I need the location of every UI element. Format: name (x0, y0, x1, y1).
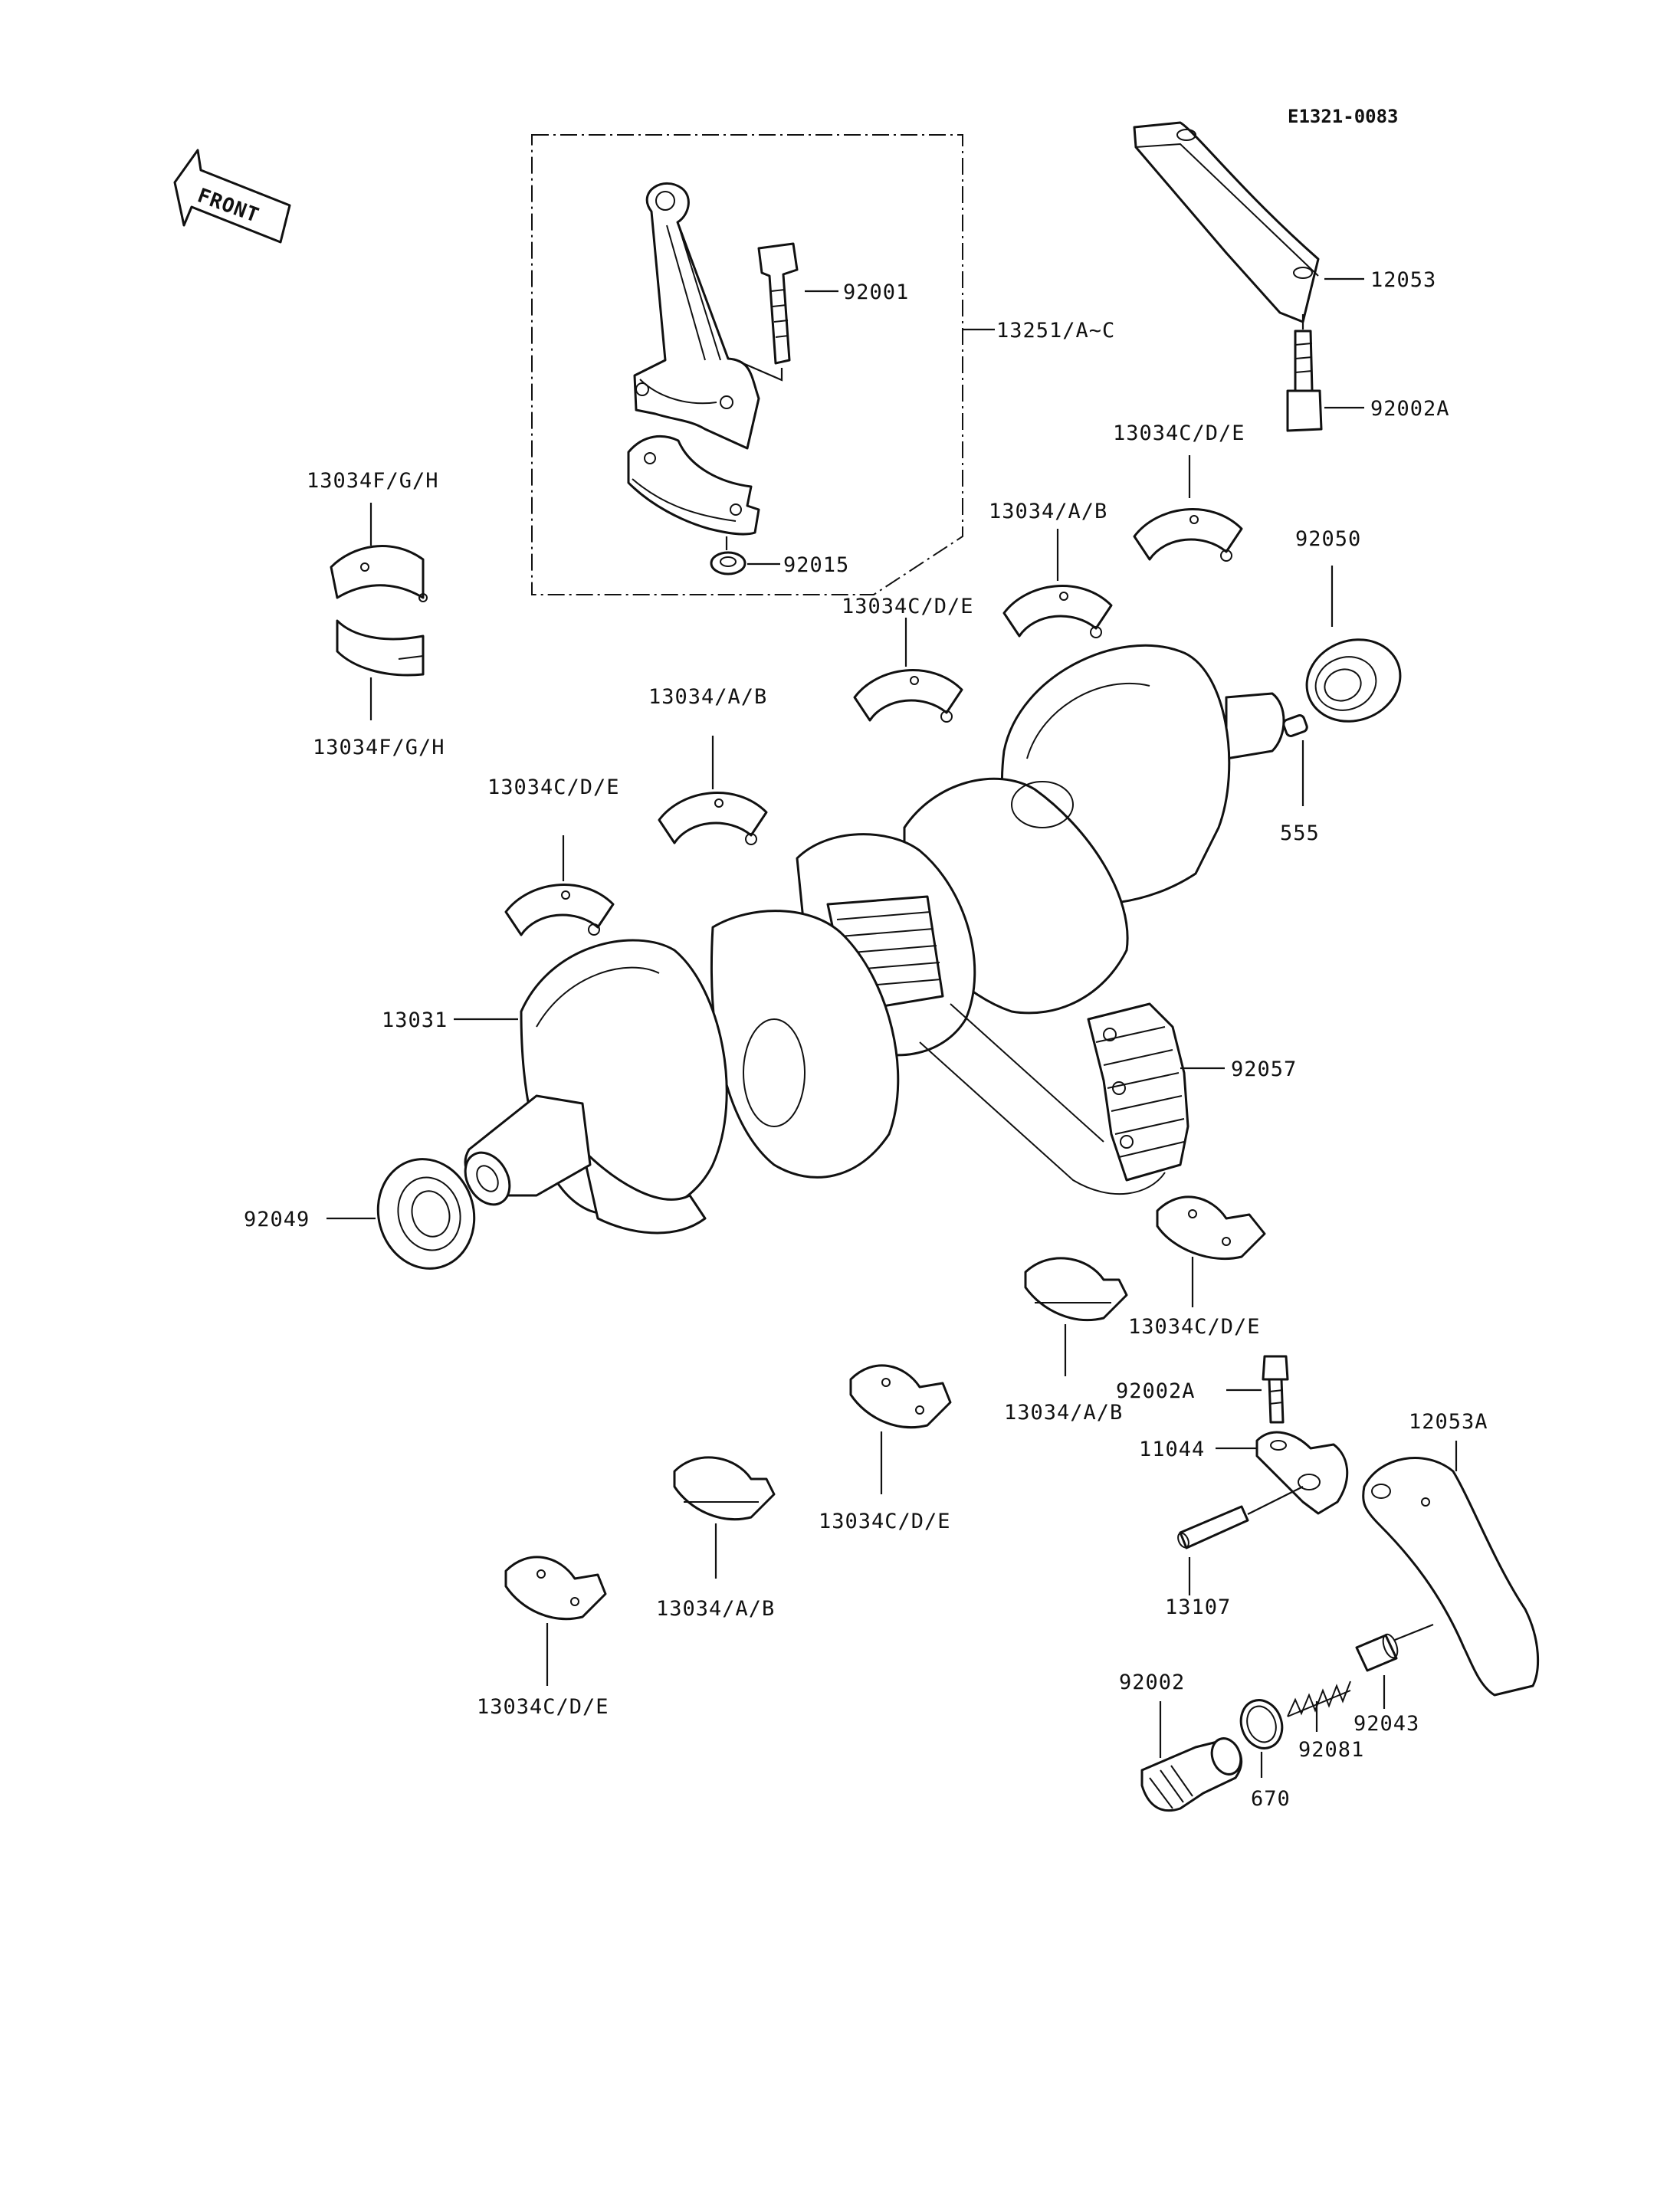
oil-seal-92050 (1305, 638, 1402, 723)
bearing-shell-ab-3 (1024, 1257, 1128, 1322)
bearing-shell-cde-1 (504, 884, 615, 936)
connecting-rod (633, 182, 760, 450)
label-13034FGH-top: 13034F/G/H (307, 469, 439, 493)
label-92050: 92050 (1295, 527, 1361, 551)
label-92049: 92049 (244, 1208, 310, 1231)
bearing-shell-cde-2 (853, 669, 963, 723)
label-13034CDE-3: 13034C/D/E (1113, 421, 1245, 445)
bolt-92002A-bottom (1262, 1355, 1289, 1424)
pin-555 (1282, 714, 1308, 737)
label-13031: 13031 (382, 1008, 448, 1032)
label-92015: 92015 (783, 553, 849, 577)
conrod-kit-boundary (531, 134, 963, 595)
label-13034AB-1: 13034/A/B (648, 685, 767, 709)
label-555: 555 (1280, 821, 1320, 845)
diagram-code: E1321-0083 (1288, 106, 1399, 127)
label-13251: 13251/A~C (996, 319, 1115, 343)
oil-seal-92049 (376, 1158, 476, 1270)
label-92002A-bottom: 92002A (1116, 1379, 1196, 1403)
label-13034AB-3: 13034/A/B (1004, 1401, 1123, 1425)
conrod-bolt (735, 242, 799, 382)
cam-chain-92057 (1087, 1002, 1189, 1182)
tensioner-blade-12053A (1362, 1457, 1539, 1697)
label-13034CDE-6: 13034C/D/E (477, 1695, 609, 1719)
label-12053: 12053 (1370, 268, 1436, 292)
bearing-shell-cde-6 (504, 1556, 607, 1621)
bearing-shell-ab-1 (658, 792, 768, 845)
bearing-shell-13034FGH-upper (330, 544, 428, 602)
label-13034CDE-4: 13034C/D/E (1128, 1315, 1261, 1339)
bearing-shell-cde-4 (1156, 1195, 1266, 1261)
label-92057: 92057 (1231, 1058, 1297, 1081)
bearing-shell-ab-2 (1002, 585, 1113, 638)
label-92043: 92043 (1354, 1712, 1419, 1736)
crankshaft (464, 644, 1285, 1235)
label-670: 670 (1251, 1787, 1291, 1811)
conrod-cap (627, 435, 760, 536)
pin-13107 (1177, 1486, 1304, 1549)
plug-bolt-92002 (1140, 1737, 1243, 1812)
label-13034CDE-1: 13034C/D/E (487, 776, 620, 799)
conrod-nut (710, 536, 746, 575)
spring-92081 (1287, 1681, 1351, 1717)
label-13034FGH-bottom: 13034F/G/H (313, 736, 445, 759)
plunger-92043 (1355, 1623, 1434, 1672)
bracket-12053 (1133, 121, 1364, 323)
label-13034AB-2: 13034/A/B (989, 500, 1107, 523)
label-13107: 13107 (1165, 1595, 1231, 1619)
bearing-shell-ab-4 (673, 1456, 776, 1521)
label-12053A: 12053A (1409, 1410, 1488, 1434)
bearing-shell-13034FGH-lower (336, 619, 425, 677)
bolt-92002A-top (1286, 314, 1364, 432)
o-ring-670 (1239, 1699, 1284, 1749)
label-13034CDE-5: 13034C/D/E (819, 1510, 951, 1533)
label-13034CDE-2: 13034C/D/E (842, 595, 974, 618)
label-13034AB-4: 13034/A/B (656, 1597, 775, 1621)
front-arrow-icon: FRONT (173, 149, 291, 244)
label-92002: 92002 (1119, 1671, 1185, 1694)
bearing-shell-cde-5 (849, 1364, 952, 1429)
bearing-shell-cde-3 (1133, 508, 1243, 562)
label-92081: 92081 (1298, 1738, 1364, 1762)
label-92002A-top: 92002A (1370, 397, 1450, 421)
tensioner-guide-11044 (1255, 1431, 1349, 1515)
label-11044: 11044 (1139, 1438, 1205, 1461)
label-92001: 92001 (843, 280, 909, 304)
